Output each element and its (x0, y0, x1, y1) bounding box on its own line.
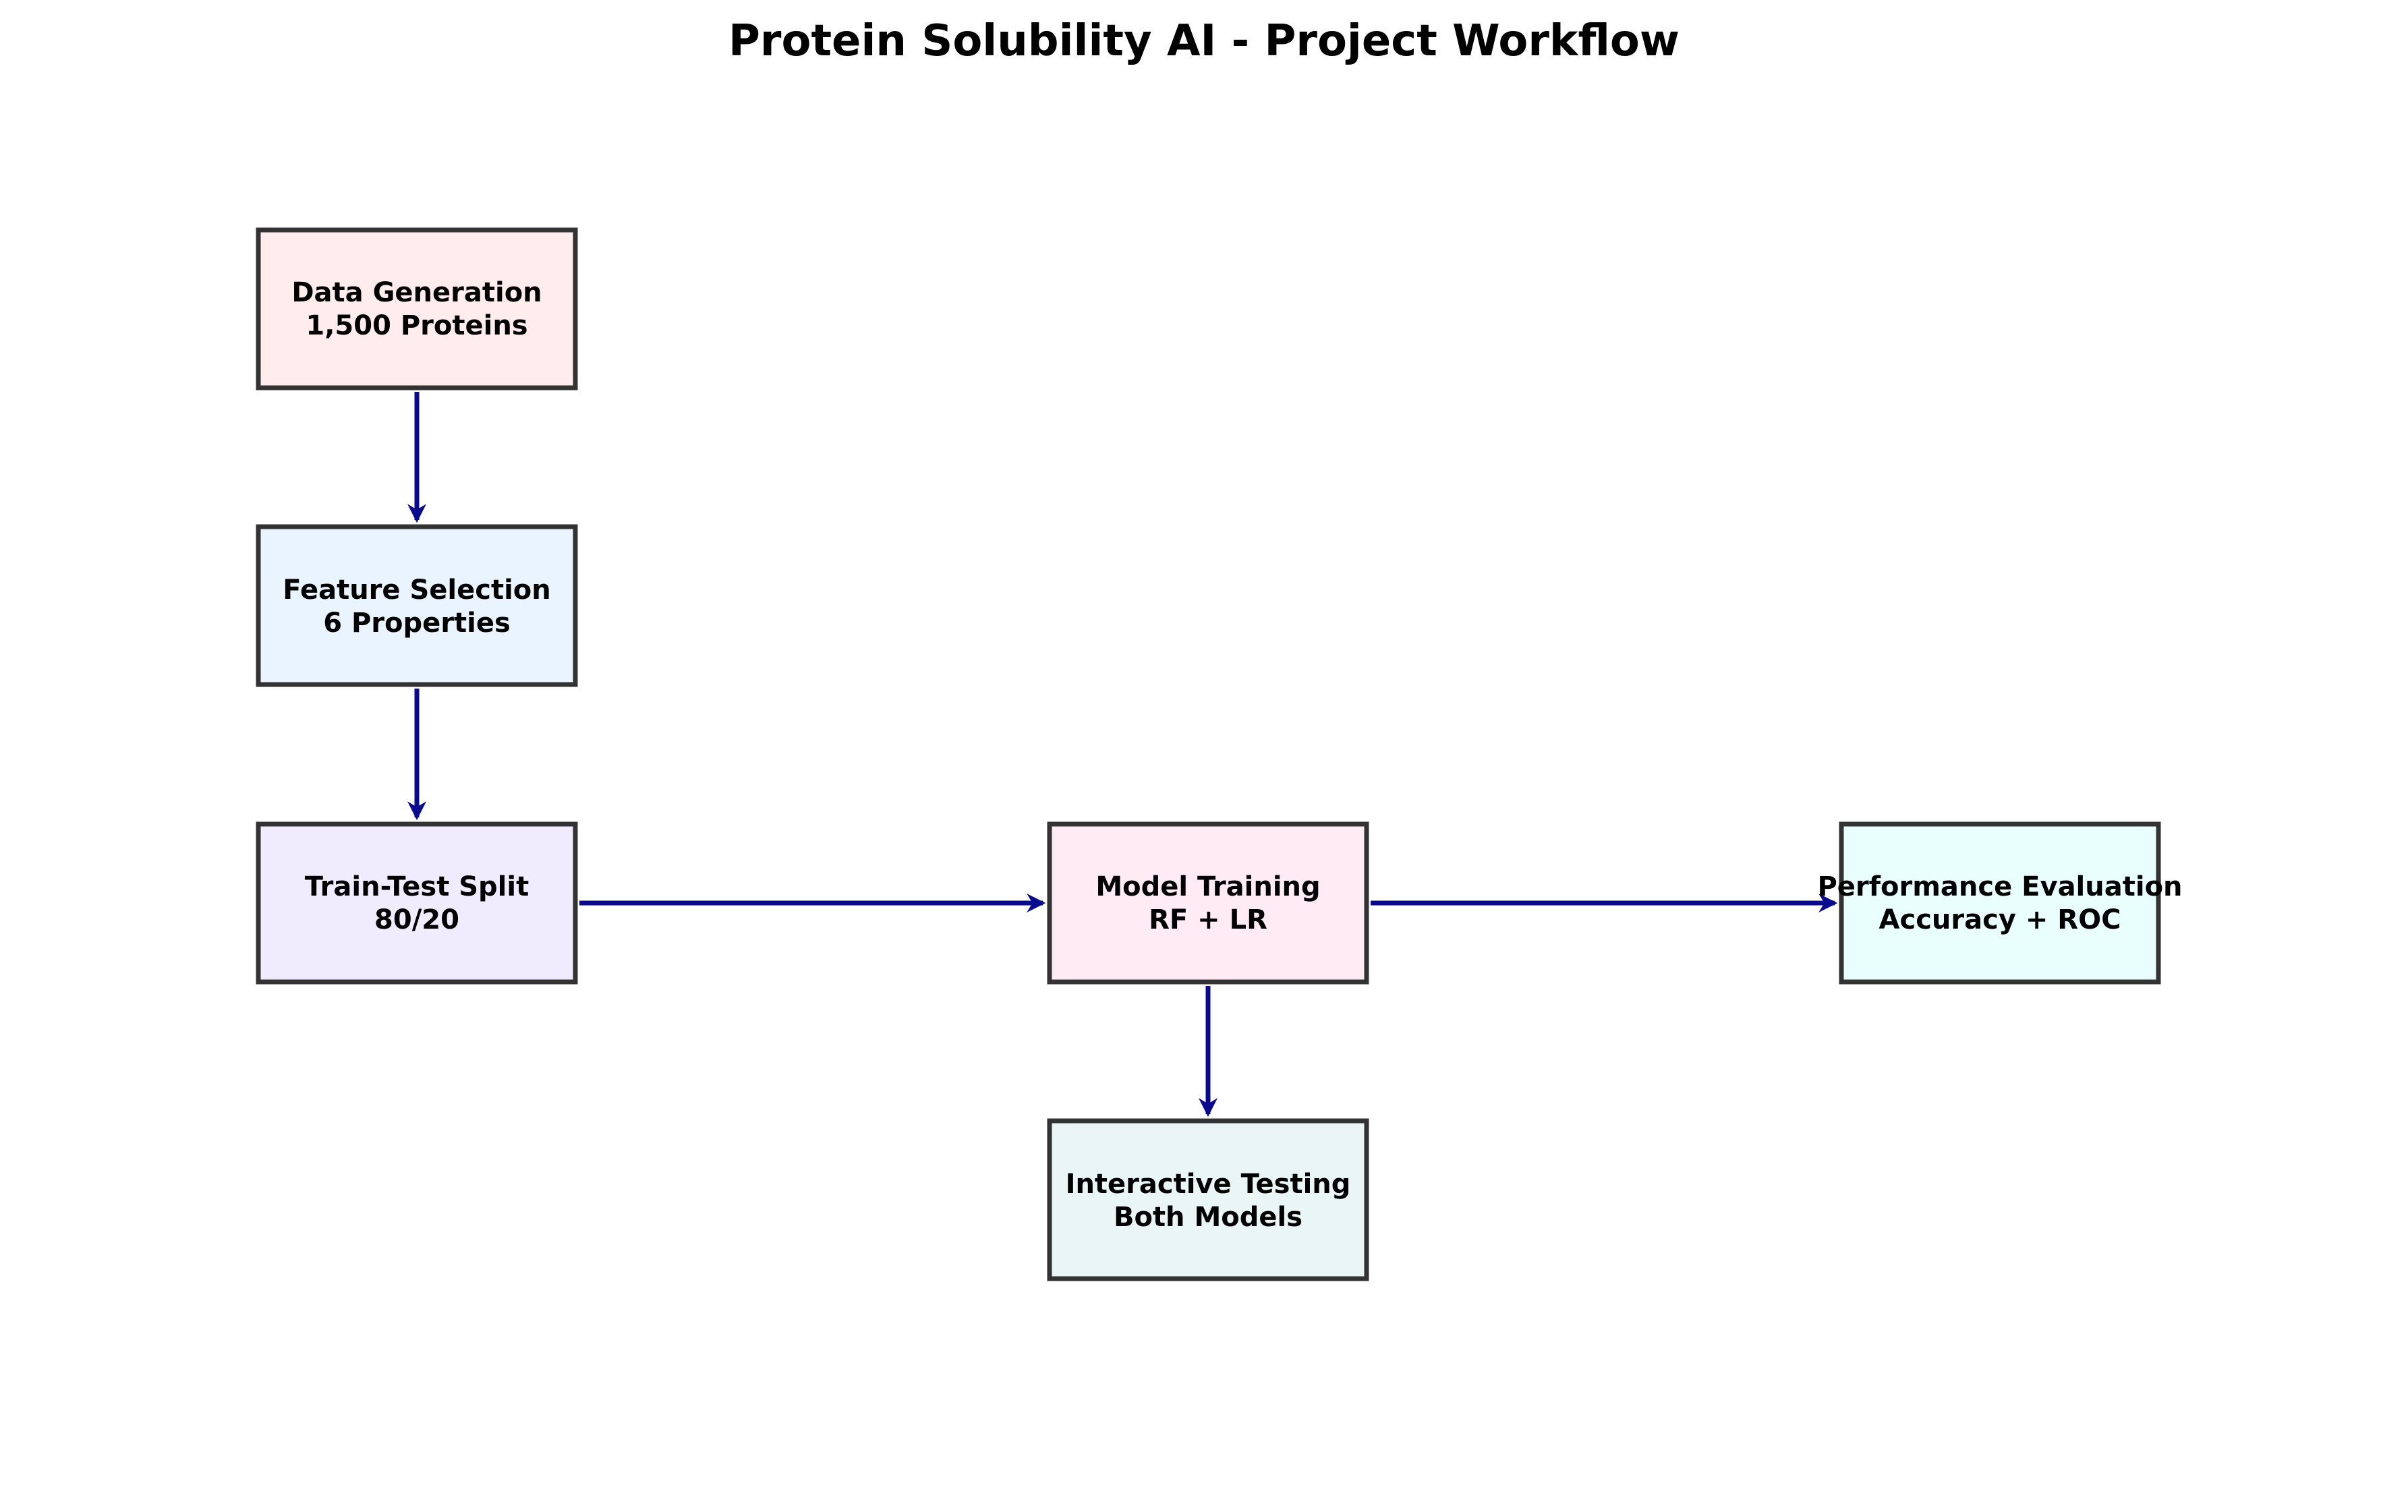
diagram-title: Protein Solubility AI - Project Workflow (728, 16, 1680, 66)
node-feature-selection: Feature Selection 6 Properties (256, 524, 578, 687)
node-sublabel: 80/20 (374, 904, 459, 935)
node-train-test-split: Train-Test Split 80/20 (256, 821, 578, 985)
node-model-training: Model Training RF + LR (1047, 821, 1369, 985)
node-label: Interactive Testing (1066, 1169, 1351, 1200)
node-box (256, 227, 578, 390)
node-label: Model Training (1095, 871, 1320, 902)
node-sublabel: 6 Properties (323, 608, 511, 639)
node-box (256, 524, 578, 687)
node-box (1047, 821, 1369, 985)
node-sublabel: Both Models (1114, 1202, 1302, 1233)
node-label: Feature Selection (283, 575, 550, 606)
node-sublabel: RF + LR (1149, 904, 1267, 935)
node-sublabel: 1,500 Proteins (306, 310, 527, 341)
node-sublabel: Accuracy + ROC (1879, 904, 2121, 935)
node-performance-evaluation: Performance Evaluation Accuracy + ROC (1817, 821, 2183, 985)
node-box (1047, 1118, 1369, 1281)
node-label: Performance Evaluation (1817, 871, 2182, 902)
node-box (1839, 821, 2161, 985)
node-label: Train-Test Split (305, 871, 529, 902)
node-interactive-testing: Interactive Testing Both Models (1047, 1118, 1369, 1281)
edges-layer (407, 392, 1838, 1117)
node-data-generation: Data Generation 1,500 Proteins (256, 227, 578, 390)
node-label: Data Generation (291, 277, 542, 308)
node-box (256, 821, 578, 985)
